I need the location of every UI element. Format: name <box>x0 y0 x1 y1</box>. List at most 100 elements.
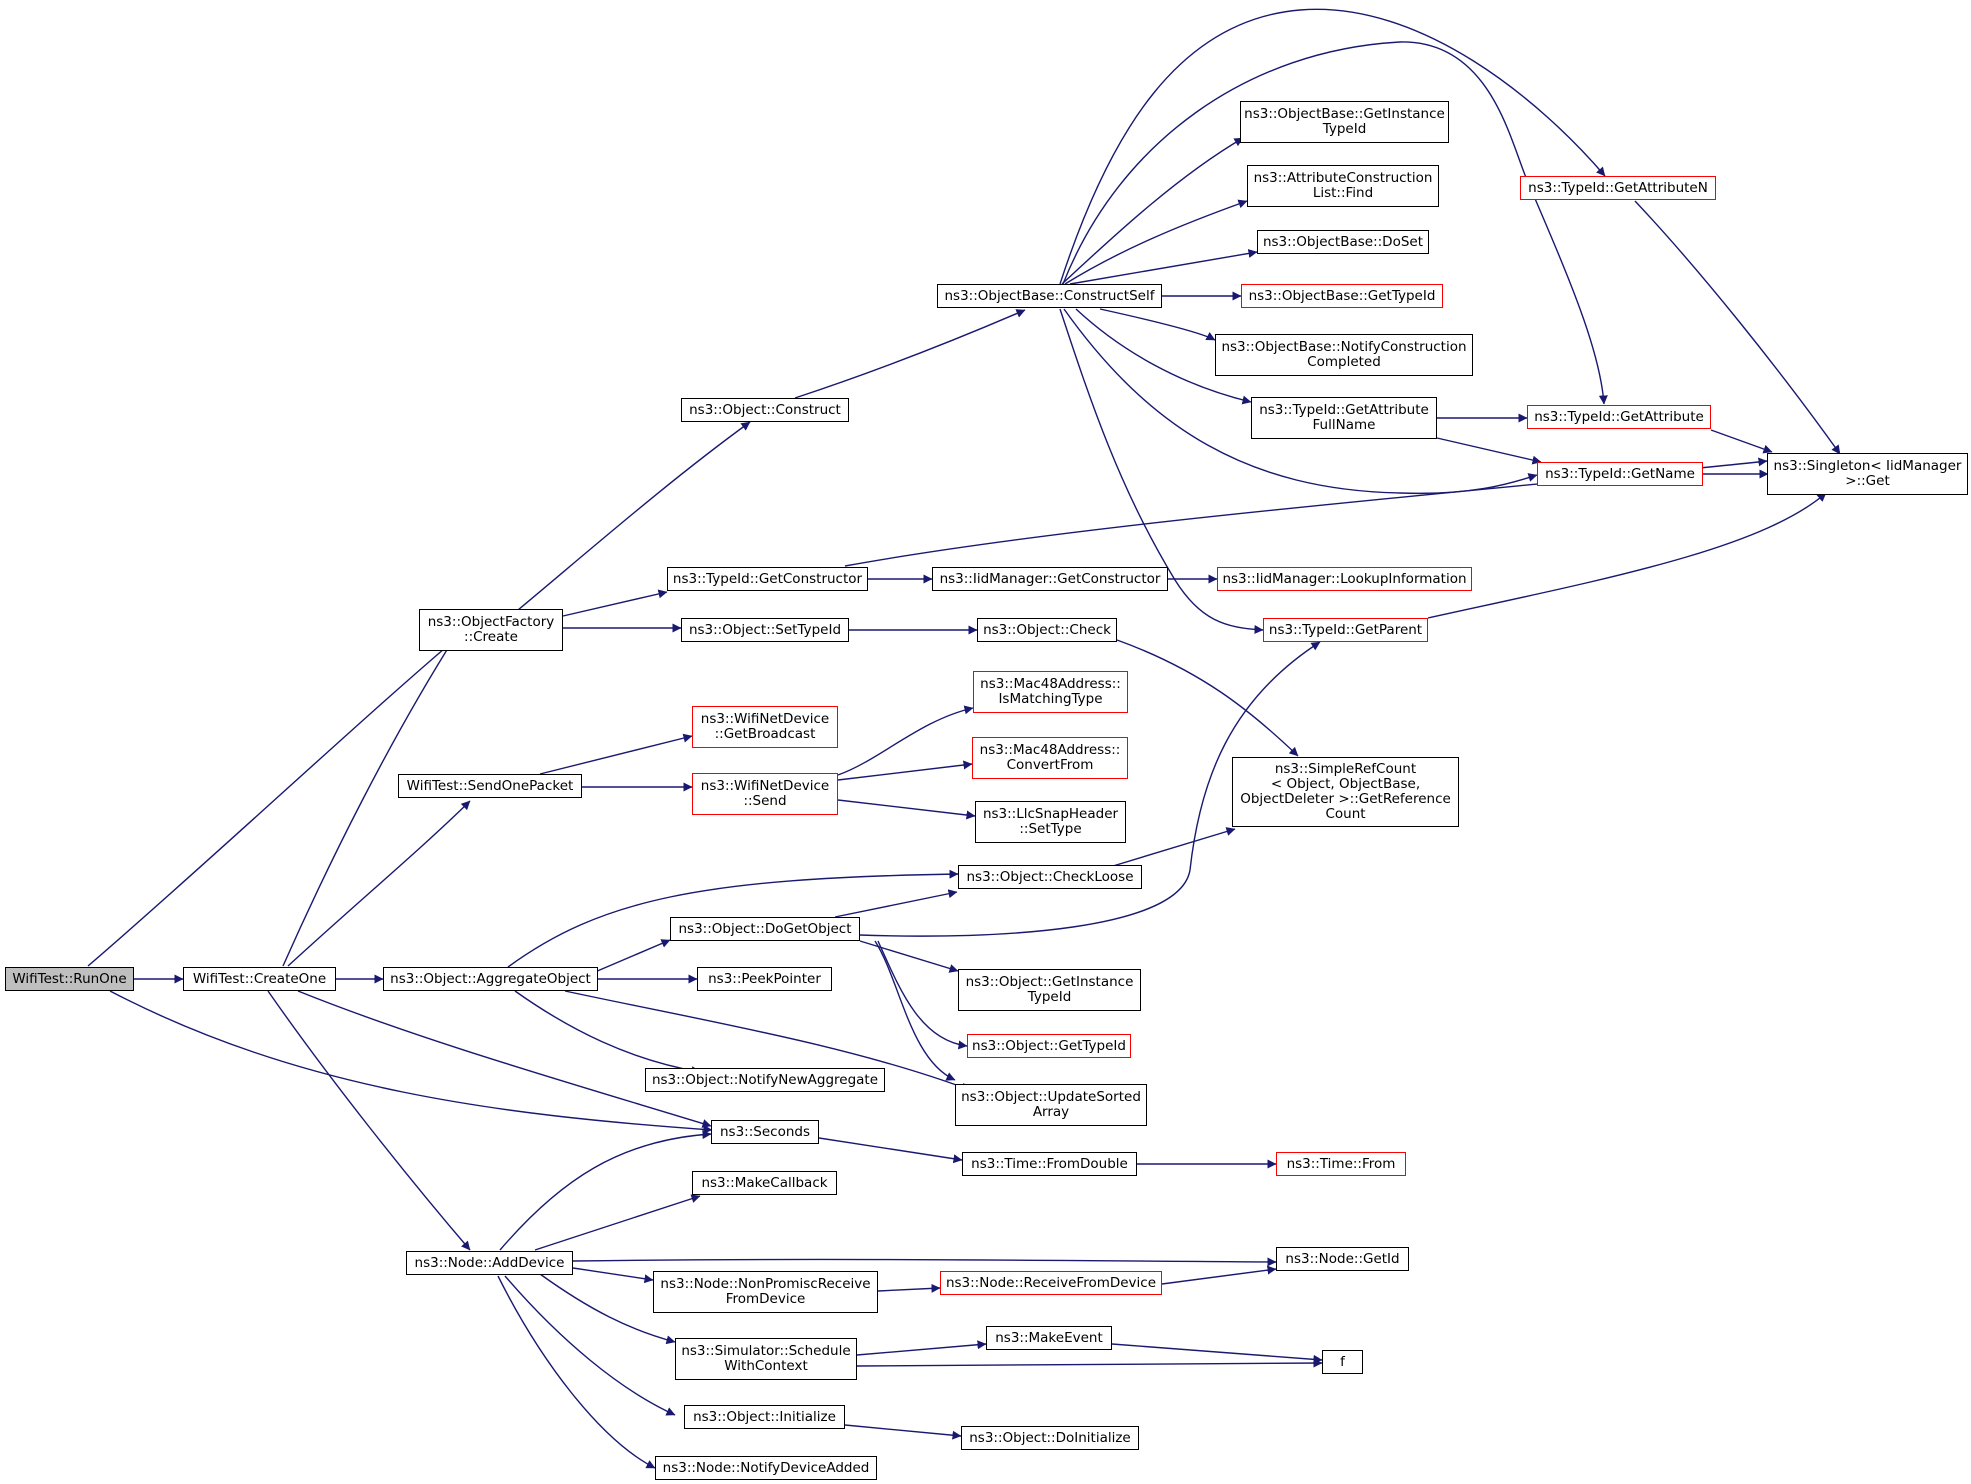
node-iidmanager-getconstructor[interactable]: ns3::IidManager::GetConstructor <box>932 567 1168 591</box>
node-makecallback[interactable]: ns3::MakeCallback <box>692 1171 837 1195</box>
edge-sendonepacket-getbroadcast <box>539 733 693 775</box>
edge-objfactory-construct <box>517 421 751 611</box>
edge-adddevice-getid <box>572 1257 1277 1267</box>
edge-createone-objfactory-create <box>282 636 456 967</box>
node-objectbase-getinstancetypeid[interactable]: ns3::ObjectBase::GetInstance TypeId <box>1240 101 1449 143</box>
node-object-settypeid[interactable]: ns3::Object::SetTypeId <box>681 618 849 642</box>
node-object-check[interactable]: ns3::Object::Check <box>977 618 1117 642</box>
node-simplerefcount-getreferencecount[interactable]: ns3::SimpleRefCount < Object, ObjectBase… <box>1232 757 1459 827</box>
edge-schedule-f <box>856 1358 1323 1368</box>
node-makeevent[interactable]: ns3::MakeEvent <box>986 1326 1112 1350</box>
node-mac48address-convertfrom[interactable]: ns3::Mac48Address:: ConvertFrom <box>972 737 1128 779</box>
edge-schedule-makeevent <box>856 1340 987 1356</box>
edge-seconds-fromdouble <box>818 1137 963 1164</box>
edge-createone-seconds <box>297 990 712 1128</box>
node-peekpointer[interactable]: ns3::PeekPointer <box>697 967 832 991</box>
node-object-getinstancetypeid[interactable]: ns3::Object::GetInstance TypeId <box>958 969 1141 1011</box>
node-object-gettypeid[interactable]: ns3::Object::GetTypeId <box>967 1034 1131 1058</box>
node-node-receivefromdevice[interactable]: ns3::Node::ReceiveFromDevice <box>940 1271 1162 1295</box>
edge-checkloose-getreferencecount <box>1112 827 1236 867</box>
node-typeid-getattributen[interactable]: ns3::TypeId::GetAttributeN <box>1520 176 1716 200</box>
edge-aggregate-notifynewaggregate <box>514 990 701 1075</box>
node-typeid-getattribute[interactable]: ns3::TypeId::GetAttribute <box>1527 405 1711 429</box>
node-iidmanager-lookupinformation[interactable]: ns3::IidManager::LookupInformation <box>1217 567 1472 591</box>
node-node-adddevice[interactable]: ns3::Node::AddDevice <box>406 1251 573 1275</box>
node-llcsnapheader-settype[interactable]: ns3::LlcSnapHeader ::SetType <box>975 801 1126 843</box>
edge-adddevice-nonpromisc <box>572 1267 654 1284</box>
edge-constructself-attrconslist-find <box>1064 199 1248 285</box>
edge-adddevice-schedulewithcontext <box>539 1273 676 1345</box>
node-typeid-getconstructor[interactable]: ns3::TypeId::GetConstructor <box>667 567 868 591</box>
node-typeid-getparent[interactable]: ns3::TypeId::GetParent <box>1263 618 1428 642</box>
edge-constructself-getattribute-top <box>1062 41 1608 405</box>
node-node-nonpromiscreceivefromdevice[interactable]: ns3::Node::NonPromiscReceive FromDevice <box>653 1271 878 1313</box>
edge-initialize-doinitialize <box>844 1424 962 1440</box>
node-objectbase-gettypeid[interactable]: ns3::ObjectBase::GetTypeId <box>1241 284 1443 308</box>
node-wifinetdevice-getbroadcast[interactable]: ns3::WifiNetDevice ::GetBroadcast <box>692 706 838 748</box>
edge-check-getreferencecount <box>1116 639 1299 757</box>
edge-send-llc-settype <box>837 799 976 820</box>
edge-getattribute-singleton <box>1710 429 1773 454</box>
edge-adddevice-seconds <box>499 1130 712 1251</box>
node-mac48address-ismatchingtype[interactable]: ns3::Mac48Address:: IsMatchingType <box>973 671 1128 713</box>
edge-dogetobject-updatesortedarray <box>874 940 956 1081</box>
node-object-aggregateobject[interactable]: ns3::Object::AggregateObject <box>383 967 598 991</box>
edge-aggregate-checkloose <box>507 869 959 968</box>
edge-constructself-notifyconstruction <box>1099 308 1216 341</box>
edge-send-convertfrom <box>837 760 973 781</box>
node-wifitest-sendonepacket[interactable]: WifiTest::SendOnePacket <box>398 774 582 798</box>
edge-dogetobject-getparent <box>859 641 1321 937</box>
node-time-from[interactable]: ns3::Time::From <box>1276 1152 1406 1176</box>
edge-constructself-getinstancetypeid <box>1061 137 1244 285</box>
edge-adddevice-initialize <box>504 1275 676 1416</box>
edge-aggregate-dogetobject <box>594 939 671 973</box>
edge-fullname-getname <box>1436 437 1542 465</box>
node-objectbase-notifyconstructioncompleted[interactable]: ns3::ObjectBase::NotifyConstruction Comp… <box>1215 334 1473 376</box>
edge-aggregate-updatesortedarray <box>564 990 971 1092</box>
edge-constructself-getname <box>1063 308 1538 495</box>
edge-dogetobject-getinstancetypeid <box>859 940 959 973</box>
node-object-notifynewaggregate[interactable]: ns3::Object::NotifyNewAggregate <box>645 1068 885 1092</box>
edge-adddevice-notifydeviceadded <box>497 1275 656 1469</box>
node-attributeconstructionlist-find[interactable]: ns3::AttributeConstruction List::Find <box>1247 165 1439 207</box>
edge-constructself-getattributefullname <box>1075 308 1252 405</box>
edge-objfactory-getconstructor <box>562 589 668 617</box>
edge-runone-objfactory-create <box>87 636 459 967</box>
node-wifitest-createone[interactable]: WifiTest::CreateOne <box>183 967 336 991</box>
node-singleton-iidmanager-get[interactable]: ns3::Singleton< IidManager >::Get <box>1767 453 1968 495</box>
edge-receivefromdevice-getid <box>1161 1265 1277 1285</box>
node-objectbase-constructself[interactable]: ns3::ObjectBase::ConstructSelf <box>937 284 1162 308</box>
edge-dogetobject-gettypeid <box>877 940 968 1050</box>
node-simulator-schedulewithcontext[interactable]: ns3::Simulator::Schedule WithContext <box>675 1338 857 1380</box>
node-typeid-getname[interactable]: ns3::TypeId::GetName <box>1537 462 1703 486</box>
edge-constructself-doset <box>1069 249 1258 285</box>
node-objectbase-doset[interactable]: ns3::ObjectBase::DoSet <box>1257 230 1429 254</box>
node-objectfactory-create[interactable]: ns3::ObjectFactory ::Create <box>419 609 563 651</box>
edge-nonpromisc-receivefromdevice <box>877 1283 941 1293</box>
node-typeid-getattributefullname[interactable]: ns3::TypeId::GetAttribute FullName <box>1251 397 1437 439</box>
node-wifinetdevice-send[interactable]: ns3::WifiNetDevice ::Send <box>692 773 838 815</box>
node-object-construct[interactable]: ns3::Object::Construct <box>681 398 849 422</box>
node-f[interactable]: f <box>1322 1350 1363 1374</box>
node-object-initialize[interactable]: ns3::Object::Initialize <box>684 1405 845 1429</box>
edge-createone-adddevice <box>267 990 471 1251</box>
node-object-checkloose[interactable]: ns3::Object::CheckLoose <box>958 865 1142 889</box>
node-seconds[interactable]: ns3::Seconds <box>711 1120 819 1144</box>
node-time-fromdouble[interactable]: ns3::Time::FromDouble <box>962 1152 1137 1176</box>
node-node-notifydeviceadded[interactable]: ns3::Node::NotifyDeviceAdded <box>655 1456 877 1480</box>
edge-getparent-singleton <box>1427 492 1827 619</box>
edge-construct-constructself <box>794 309 1026 399</box>
node-object-dogetobject[interactable]: ns3::Object::DoGetObject <box>670 917 860 941</box>
edge-adddevice-makecallback <box>534 1194 701 1251</box>
edge-dogetobject-checkloose <box>834 889 958 918</box>
edge-createone-sendonepacket <box>287 800 471 967</box>
edge-getattributen-singleton <box>1634 200 1841 455</box>
edge-runone-seconds <box>109 990 713 1134</box>
node-node-getid[interactable]: ns3::Node::GetId <box>1276 1247 1409 1271</box>
node-object-updatesortedarray[interactable]: ns3::Object::UpdateSorted Array <box>955 1084 1147 1126</box>
edge-constructself-getparent <box>1059 308 1264 635</box>
edge-send-ismatching <box>837 705 974 776</box>
node-object-doinitialize[interactable]: ns3::Object::DoInitialize <box>961 1426 1139 1450</box>
